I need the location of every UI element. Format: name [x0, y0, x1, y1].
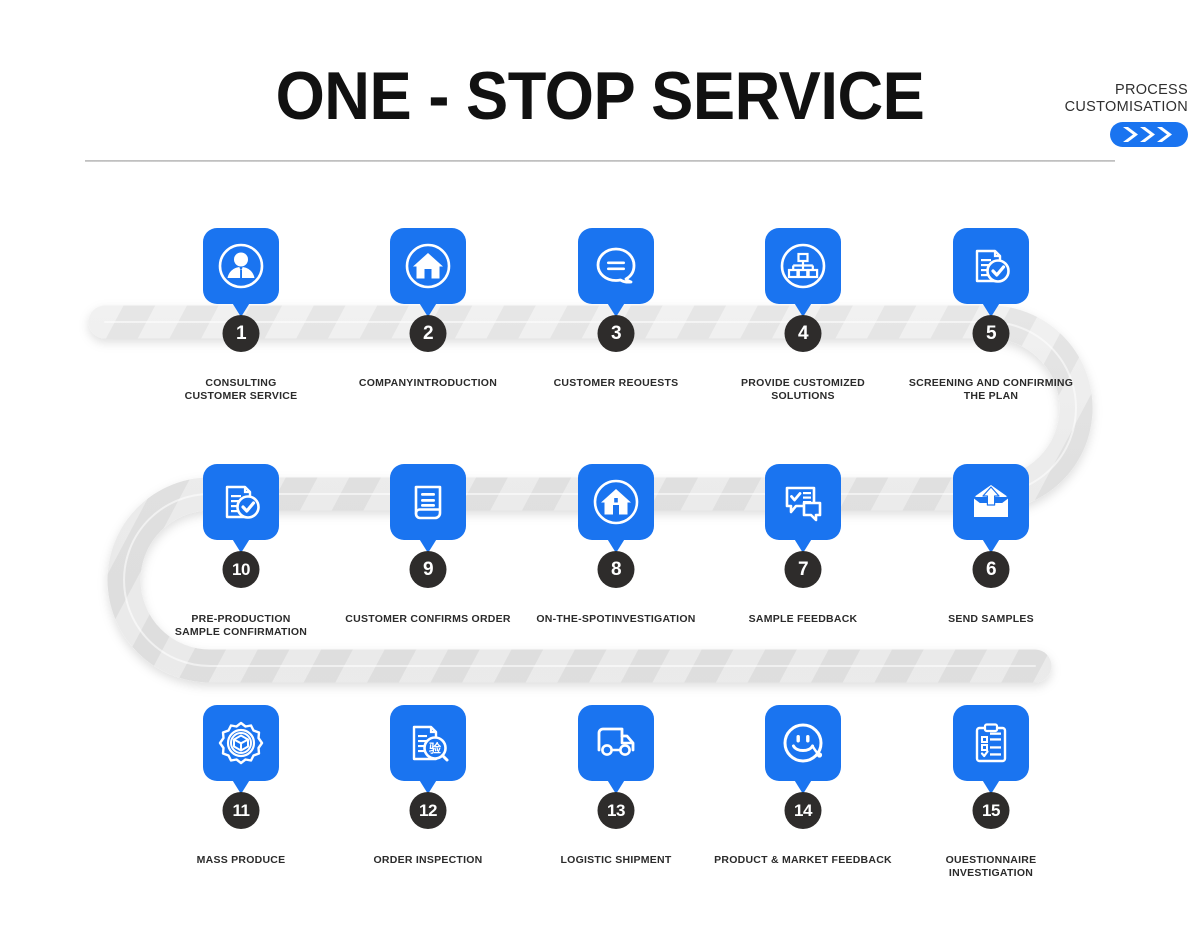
pin-tail [418, 778, 438, 794]
step-pin[interactable] [516, 705, 716, 797]
step-pin[interactable] [141, 464, 341, 556]
triple-chevron-right-icon[interactable] [1110, 121, 1188, 147]
step-1[interactable]: 1 CONSULTING CUSTOMER SERVICE [141, 228, 341, 402]
step-label: COMPANYINTRODUCTION [358, 377, 498, 389]
step-pin[interactable] [516, 464, 716, 556]
step-pin[interactable] [141, 705, 341, 797]
user-in-circle-icon [203, 228, 279, 304]
step-label: PRE-PRODUCTION SAMPLE CONFIRMATION [174, 613, 308, 639]
step-label: CUSTOMER REOUESTS [553, 377, 679, 389]
step-14[interactable]: 14 PRODUCT & MARKET FEEDBACK [703, 705, 903, 866]
step-label: PRODUCT & MARKET FEEDBACK [714, 854, 892, 866]
step-7[interactable]: 7 SAMPLE FEEDBACK [703, 464, 903, 625]
speech-bubble-lines-icon [578, 228, 654, 304]
step-8[interactable]: 8 ON-THE-SPOTINVESTIGATION [516, 464, 716, 625]
step-2[interactable]: 2 COMPANYINTRODUCTION [328, 228, 528, 389]
step-badge: 10 [222, 551, 260, 588]
step-label: ON-THE-SPOTINVESTIGATION [536, 613, 696, 625]
smiley-headset-icon [765, 705, 841, 781]
step-pin[interactable]: 验 [328, 705, 528, 797]
document-check-icon [953, 228, 1029, 304]
svg-text:验: 验 [429, 741, 442, 756]
step-pin[interactable] [703, 705, 903, 797]
step-label: MASS PRODUCE [196, 854, 286, 866]
step-label: LOGISTIC SHIPMENT [560, 854, 672, 866]
process-label-line1: PROCESS [1114, 82, 1188, 98]
step-pin[interactable] [328, 228, 528, 320]
step-label: OUESTIONNAIRE INVESTIGATION [945, 854, 1037, 880]
truck-icon [578, 705, 654, 781]
step-11[interactable]: 11 MASS PRODUCE [141, 705, 341, 866]
pin-tail [231, 778, 251, 794]
document-check-icon [203, 464, 279, 540]
step-6[interactable]: 6 SEND SAMPLES [891, 464, 1091, 625]
process-label-line2: CUSTOMISATION [1064, 98, 1188, 115]
step-badge: 9 [409, 551, 447, 588]
step-13[interactable]: 13 LOGISTIC SHIPMENT [516, 705, 716, 866]
step-badge: 12 [409, 792, 447, 829]
pin-tail [981, 537, 1001, 553]
page-header: ONE - STOP SERVICE PROCESS CUSTOMISATION [0, 0, 1200, 175]
step-badge: 8 [597, 551, 635, 588]
chat-checklist-icon [765, 464, 841, 540]
page-title: ONE - STOP SERVICE [275, 58, 925, 134]
step-3[interactable]: 3 CUSTOMER REOUESTS [516, 228, 716, 389]
step-pin[interactable] [703, 464, 903, 556]
step-pin[interactable] [891, 228, 1091, 320]
pin-tail [606, 301, 626, 317]
pin-tail [793, 537, 813, 553]
step-10[interactable]: 10 PRE-PRODUCTION SAMPLE CONFIRMATION [141, 464, 341, 638]
pin-tail [981, 301, 1001, 317]
step-pin[interactable] [328, 464, 528, 556]
step-badge: 13 [597, 792, 635, 829]
step-badge: 1 [222, 315, 260, 352]
pin-tail [418, 537, 438, 553]
step-badge: 5 [972, 315, 1010, 352]
house-in-circle-icon [578, 464, 654, 540]
step-9[interactable]: 9 CUSTOMER CONFIRMS ORDER [328, 464, 528, 625]
step-badge: 4 [784, 315, 822, 352]
document-lines-icon [390, 464, 466, 540]
pin-tail [606, 778, 626, 794]
clipboard-checklist-icon [953, 705, 1029, 781]
step-12[interactable]: 验 12 ORDER INSPECTION [328, 705, 528, 866]
document-magnifier-icon: 验 [390, 705, 466, 781]
header-divider [85, 160, 1115, 162]
step-pin[interactable] [891, 705, 1091, 797]
pin-tail [231, 537, 251, 553]
step-5[interactable]: 5 SCREENING AND CONFIRMING THE PLAN [891, 228, 1091, 402]
step-pin[interactable] [141, 228, 341, 320]
step-pin[interactable] [703, 228, 903, 320]
pin-tail [231, 301, 251, 317]
pin-tail [793, 301, 813, 317]
step-pin[interactable] [516, 228, 716, 320]
step-badge: 3 [597, 315, 635, 352]
step-label: SCREENING AND CONFIRMING THE PLAN [908, 377, 1074, 403]
org-chart-in-circle-icon [765, 228, 841, 304]
pin-tail [418, 301, 438, 317]
step-label: SEND SAMPLES [948, 613, 1034, 625]
step-label: CONSULTING CUSTOMER SERVICE [184, 377, 298, 403]
envelope-upload-icon [953, 464, 1029, 540]
pin-tail [606, 537, 626, 553]
step-badge: 14 [784, 792, 822, 829]
step-label: SAMPLE FEEDBACK [748, 613, 858, 625]
process-customisation-block: PROCESS CUSTOMISATION [1038, 82, 1188, 147]
step-badge: 6 [972, 551, 1010, 588]
step-pin[interactable] [891, 464, 1091, 556]
step-15[interactable]: 15 OUESTIONNAIRE INVESTIGATION [891, 705, 1091, 879]
step-badge: 7 [784, 551, 822, 588]
step-label: PROVIDE CUSTOMIZED SOLUTIONS [741, 377, 865, 403]
pin-tail [793, 778, 813, 794]
step-badge: 11 [222, 792, 260, 829]
step-label: ORDER INSPECTION [373, 854, 483, 866]
step-label: CUSTOMER CONFIRMS ORDER [345, 613, 511, 625]
step-badge: 2 [409, 315, 447, 352]
home-in-circle-icon [390, 228, 466, 304]
step-badge: 15 [972, 792, 1010, 829]
pin-tail [981, 778, 1001, 794]
step-4[interactable]: 4 PROVIDE CUSTOMIZED SOLUTIONS [703, 228, 903, 402]
gear-box-icon [203, 705, 279, 781]
